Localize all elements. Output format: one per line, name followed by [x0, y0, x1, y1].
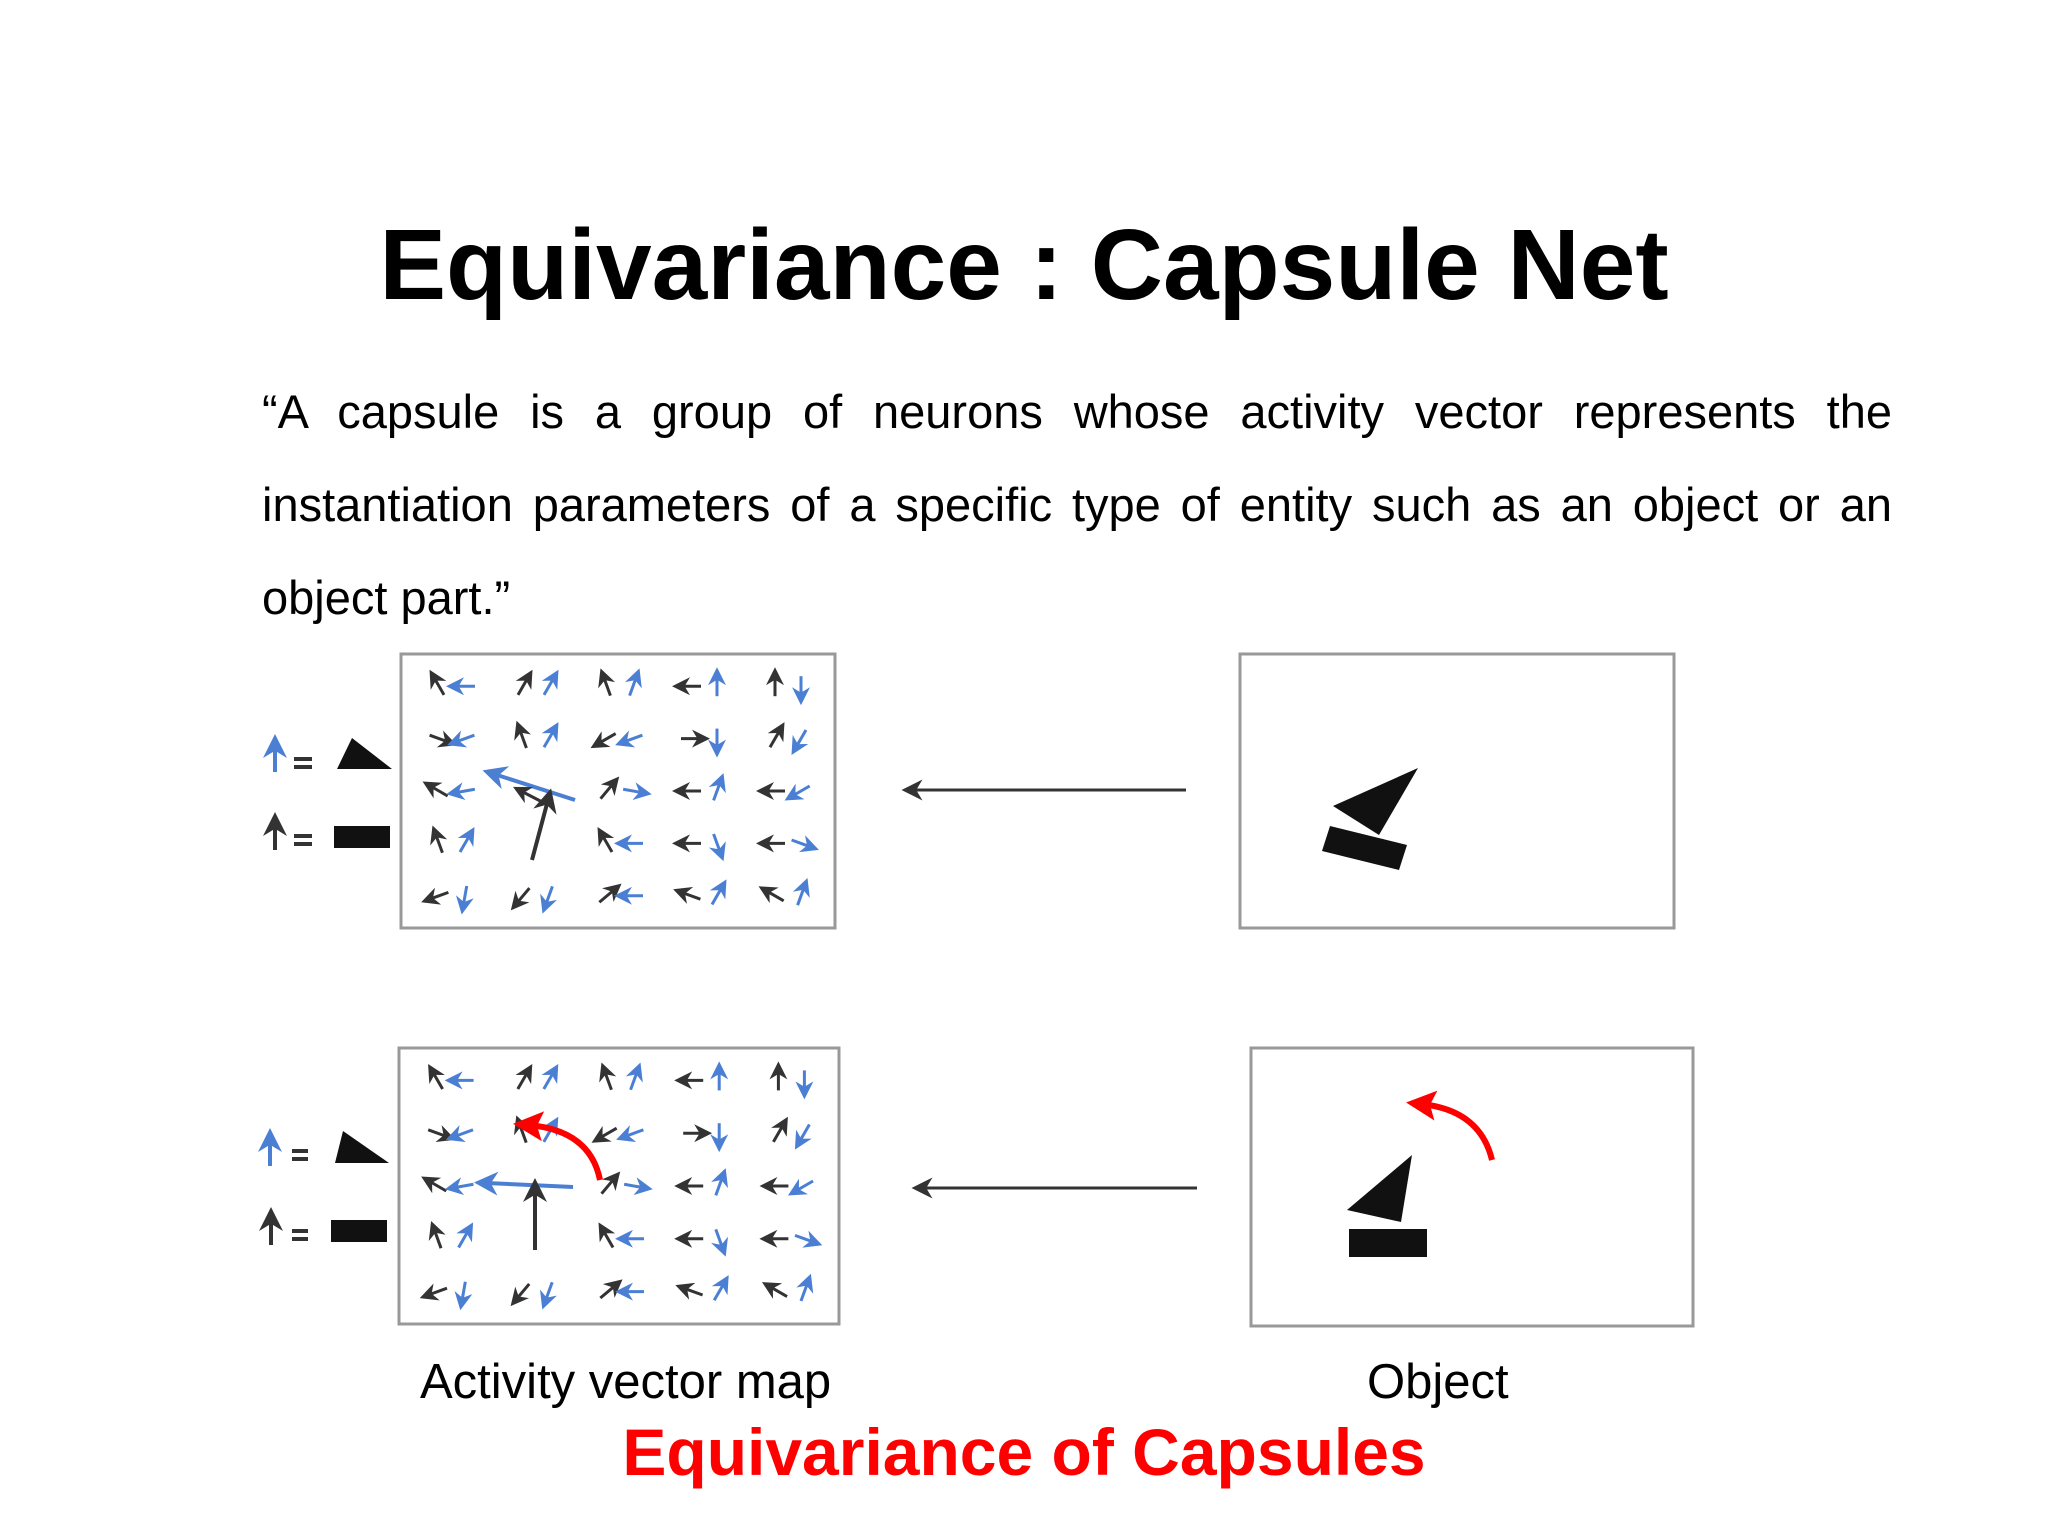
vector-glyph — [454, 1281, 473, 1311]
vector-glyph — [675, 1282, 704, 1300]
vector-glyph — [457, 826, 475, 853]
equals-sign — [294, 834, 312, 838]
vector-glyph — [456, 1222, 474, 1249]
vector-glyph — [711, 1275, 729, 1302]
equals-sign — [294, 842, 312, 846]
rectangle-capsule-icon — [334, 826, 390, 848]
capsule-definition-quote: “A capsule is a group of neurons whose a… — [262, 385, 1892, 624]
vector-glyph — [445, 1125, 474, 1142]
vector-glyph — [623, 1177, 653, 1196]
vector-glyph — [455, 885, 474, 915]
equals-sign — [292, 1229, 308, 1233]
equals-sign — [294, 765, 312, 769]
vector-glyph — [771, 1116, 788, 1143]
legend-bottom — [258, 1128, 389, 1245]
rectangle-capsule-icon — [331, 1220, 387, 1242]
vector-glyph — [711, 1228, 728, 1257]
vector-glyph — [599, 1279, 623, 1300]
triangle-capsule-icon — [337, 738, 392, 769]
vector-glyph — [796, 1273, 814, 1302]
vector-glyph — [541, 1063, 559, 1090]
vector-glyph — [708, 773, 726, 801]
small-dark-vector — [513, 786, 549, 807]
triangle-part-top — [1333, 768, 1418, 835]
vector-glyph — [444, 1177, 474, 1196]
vector-glyph — [427, 1125, 456, 1142]
vector-glyph — [541, 669, 559, 696]
vector-glyph — [598, 668, 616, 697]
vector-glyph — [428, 1063, 445, 1090]
vector-glyph — [430, 825, 448, 854]
vector-glyph — [421, 1176, 448, 1194]
vector-glyph — [422, 781, 449, 799]
equals-sign — [292, 1237, 308, 1241]
vector-glyph — [598, 1222, 616, 1249]
vector-glyph — [624, 668, 642, 697]
vector-glyph — [515, 1063, 533, 1090]
activity-vector-grid-bottom — [419, 1061, 823, 1311]
vector-glyph — [708, 833, 726, 862]
vector-glyph — [446, 782, 476, 801]
vector-glyph — [792, 877, 810, 906]
vector-glyph — [794, 1123, 812, 1150]
vector-glyph — [540, 885, 558, 914]
vector-glyph — [625, 1062, 643, 1091]
rotation-arrow-icon — [513, 1111, 603, 1181]
vector-glyph — [510, 1282, 531, 1307]
triangle-part-bottom — [1347, 1155, 1412, 1222]
vector-glyph — [767, 722, 785, 749]
vector-glyph — [615, 730, 643, 748]
caption-object: Object — [1367, 1355, 1509, 1409]
vector-glyph — [794, 1230, 823, 1248]
vector-glyph — [515, 669, 533, 696]
vector-glyph — [599, 776, 620, 800]
equals-sign — [294, 757, 312, 761]
vector-glyph — [758, 886, 785, 904]
long-blue-vector-top — [482, 766, 576, 802]
vector-glyph — [419, 1283, 448, 1301]
footer-title: Equivariance of Capsules — [622, 1415, 1426, 1489]
vector-glyph — [429, 669, 447, 696]
caption-activity-vector-map: Activity vector map — [420, 1355, 832, 1409]
vector-glyph — [616, 1125, 644, 1142]
vector-glyph — [541, 722, 559, 749]
vector-glyph — [600, 1171, 621, 1195]
vector-glyph — [540, 1281, 557, 1310]
vector-glyph — [421, 887, 449, 905]
vector-glyph — [711, 1168, 728, 1196]
vector-glyph — [429, 730, 457, 748]
long-dark-vector-top — [530, 788, 557, 861]
rectangle-part-bottom — [1349, 1229, 1427, 1257]
vector-glyph — [598, 883, 622, 904]
rectangle-part-top — [1322, 826, 1407, 870]
vector-glyph — [709, 879, 727, 906]
vector-glyph — [673, 887, 701, 904]
vector-glyph — [787, 1178, 814, 1196]
legend-top — [263, 734, 392, 850]
rotation-arrow-icon — [1406, 1090, 1495, 1161]
vector-glyph — [447, 730, 475, 748]
vector-glyph — [514, 720, 532, 749]
vector-glyph — [761, 1282, 788, 1299]
vector-glyph — [599, 1062, 617, 1091]
equals-sign — [292, 1149, 308, 1153]
object-box-bottom — [1249, 1046, 1695, 1328]
triangle-capsule-icon — [335, 1131, 389, 1163]
vector-glyph — [428, 1220, 446, 1249]
vector-glyph — [784, 783, 811, 801]
vector-glyph — [591, 1125, 618, 1143]
vector-glyph — [590, 731, 617, 749]
activity-vector-grid-top — [421, 667, 819, 915]
object-box-top — [1238, 652, 1676, 930]
vector-glyph — [622, 782, 652, 801]
vector-glyph — [510, 887, 531, 911]
vector-glyph — [597, 826, 615, 853]
equals-sign — [292, 1157, 308, 1161]
vector-glyph — [791, 729, 809, 756]
slide-title: Equivariance : Capsule Net — [379, 209, 1669, 321]
vector-glyph — [791, 835, 819, 853]
